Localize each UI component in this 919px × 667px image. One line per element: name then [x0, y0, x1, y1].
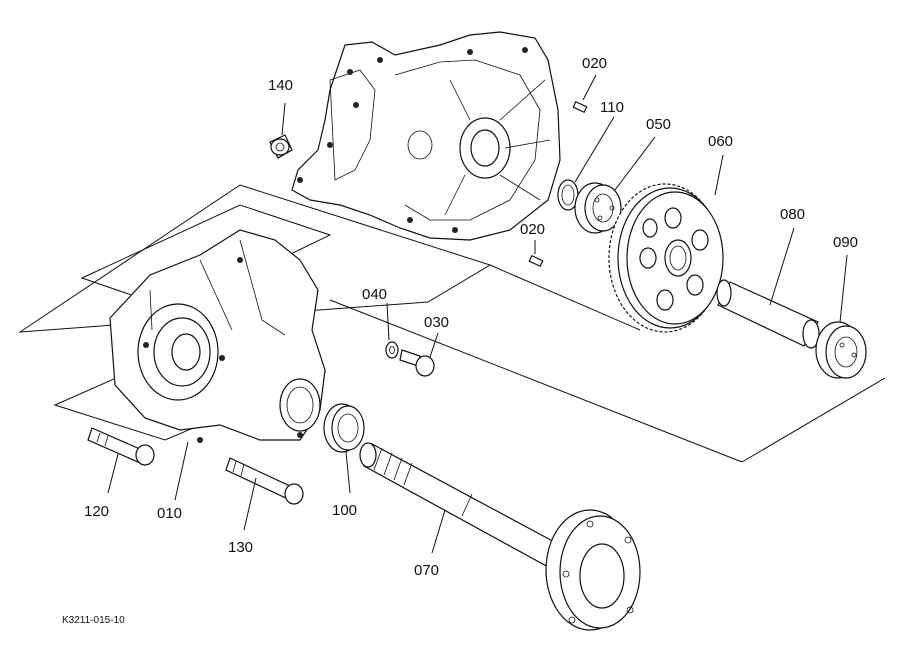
part-100-oil-seal	[323, 403, 365, 494]
part-050-bearing	[574, 136, 656, 234]
label-070: 070	[414, 562, 439, 579]
label-020-upper: 020	[582, 55, 607, 72]
label-140: 140	[268, 77, 293, 94]
label-030: 030	[424, 314, 449, 331]
label-020-lower: 020	[520, 221, 545, 238]
diagram-code: K3211-015-10	[62, 615, 125, 626]
label-120: 120	[84, 503, 109, 520]
label-130: 130	[228, 539, 253, 556]
label-050: 050	[646, 116, 671, 133]
part-labels: 140 020 110 050 060 080 090 020 040 030 …	[62, 55, 858, 626]
part-120-bolt	[87, 427, 155, 494]
label-080: 080	[780, 206, 805, 223]
part-010-housing	[109, 229, 326, 501]
part-040-washer	[385, 302, 399, 359]
label-110: 110	[600, 99, 624, 116]
label-040: 040	[362, 286, 387, 303]
part-030-bolt	[399, 332, 439, 377]
part-140-bushing	[269, 102, 293, 159]
label-100: 100	[332, 502, 357, 519]
label-090: 090	[833, 234, 858, 251]
label-060: 060	[708, 133, 733, 150]
part-080-sleeve	[716, 227, 820, 349]
upper-transmission-case	[291, 31, 561, 241]
part-090-bearing	[815, 254, 867, 379]
part-020-dowel-pins	[528, 74, 597, 268]
label-010: 010	[157, 505, 182, 522]
part-130-bolt	[225, 457, 304, 531]
part-110-snap-ring	[557, 116, 615, 211]
part-070-axle-shaft	[359, 442, 641, 631]
part-060-gear	[608, 154, 724, 333]
